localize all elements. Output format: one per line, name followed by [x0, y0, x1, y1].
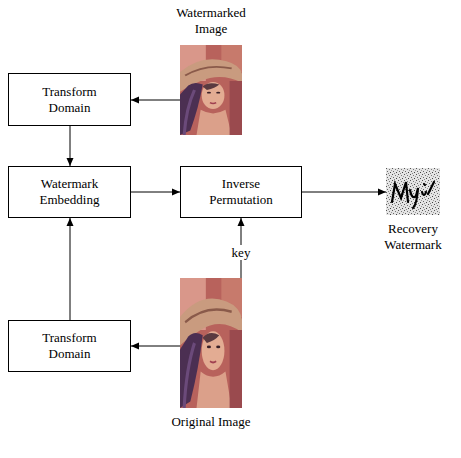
arrow-head — [172, 189, 180, 196]
image-caption: Watermarked Image — [169, 5, 253, 37]
process-box: Inverse Permutation — [180, 166, 302, 218]
original-image-picture — [180, 278, 242, 408]
process-box: Transform Domain — [8, 320, 131, 372]
arrow-head — [131, 343, 139, 350]
flow-arrow — [131, 343, 180, 350]
arrow-head — [67, 218, 74, 226]
process-box: Transform Domain — [8, 73, 131, 126]
connector-line — [302, 192, 386, 193]
image-caption: Recovery Watermark — [371, 221, 455, 253]
image-node: Recovery Watermark — [386, 168, 440, 215]
box-label: Transform Domain — [29, 84, 111, 116]
flow-arrow — [131, 97, 180, 104]
watermarked-image-picture — [180, 45, 242, 135]
image-caption: Original Image — [169, 414, 253, 430]
connector-line — [70, 218, 71, 320]
box-label: Watermark Embedding — [29, 176, 111, 208]
arrow-head — [67, 158, 74, 166]
box-label: Transform Domain — [29, 330, 111, 362]
flow-arrow — [302, 189, 386, 196]
flow-arrow — [67, 126, 74, 166]
arrow-head — [378, 189, 386, 196]
arrow-head — [131, 97, 139, 104]
process-box: Watermark Embedding — [8, 166, 131, 218]
image-node: Original Image — [180, 278, 242, 408]
recovered-watermark-picture — [386, 168, 440, 215]
edge-label: key — [230, 245, 253, 260]
arrow-head — [238, 218, 245, 226]
image-node: Watermarked Image — [180, 45, 242, 135]
flow-arrow — [131, 189, 180, 196]
flow-arrow — [67, 218, 74, 320]
box-label: Inverse Permutation — [200, 176, 282, 208]
